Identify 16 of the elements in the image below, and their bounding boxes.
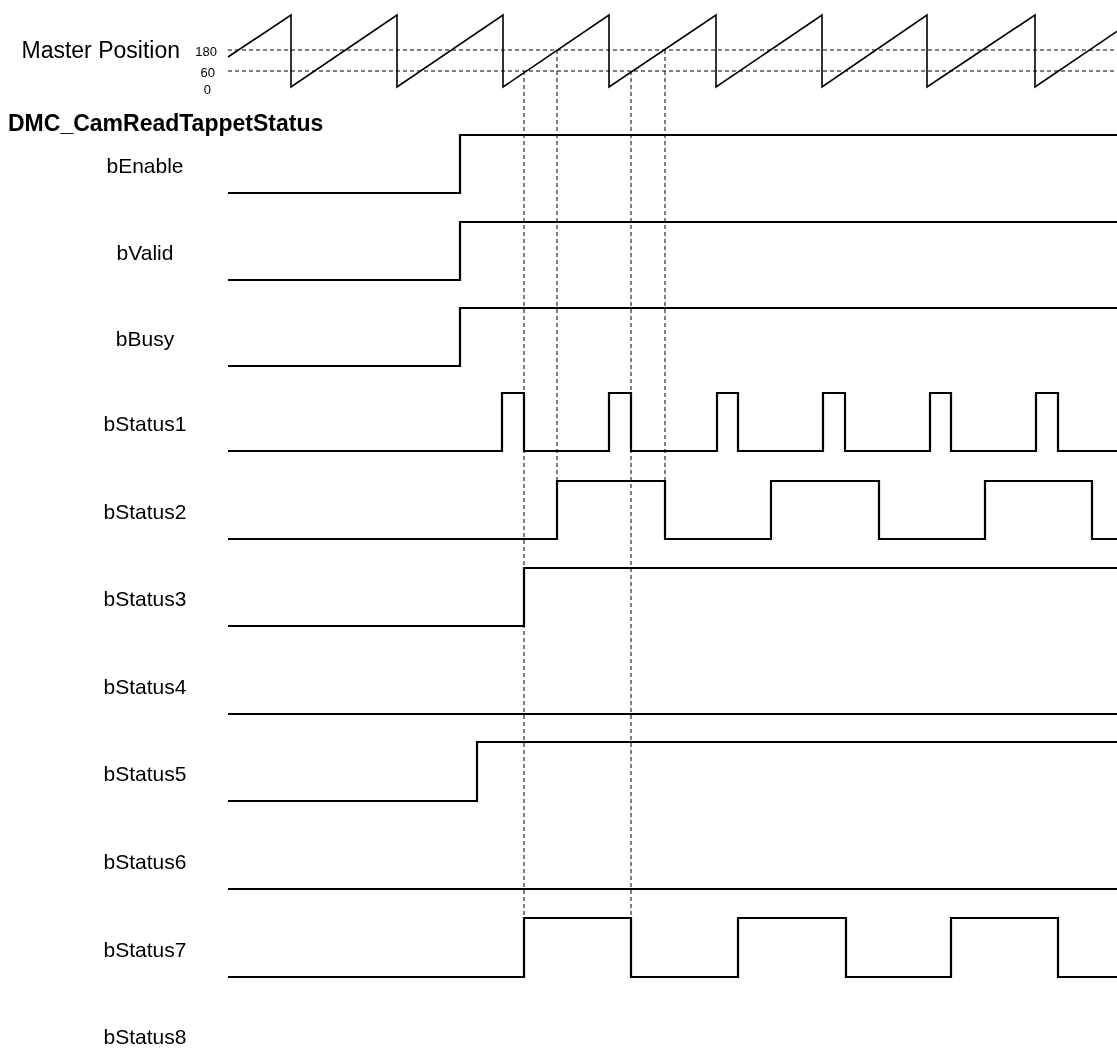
function-block-title: DMC_CamReadTappetStatus [8, 112, 324, 135]
signal-name: bValid [116, 241, 174, 263]
signal-name: bStatus1 [103, 412, 187, 434]
signal-name: bStatus3 [103, 587, 187, 609]
signal-name: bEnable [106, 154, 184, 176]
signal-name: bStatus5 [103, 762, 187, 784]
signal-name: bStatus4 [103, 675, 187, 697]
signal-name: bStatus2 [103, 500, 187, 522]
signal-name: bBusy [115, 327, 175, 349]
signal-name: bStatus6 [103, 850, 187, 872]
axis-tick-label: 0 [203, 82, 211, 96]
axis-tick-label: 60 [200, 65, 215, 79]
signal-name: bStatus7 [103, 938, 187, 960]
signal-name: bStatus8 [103, 1025, 187, 1047]
axis-tick-label: 180 [195, 44, 217, 58]
axis-label: Master Position [21, 38, 180, 62]
